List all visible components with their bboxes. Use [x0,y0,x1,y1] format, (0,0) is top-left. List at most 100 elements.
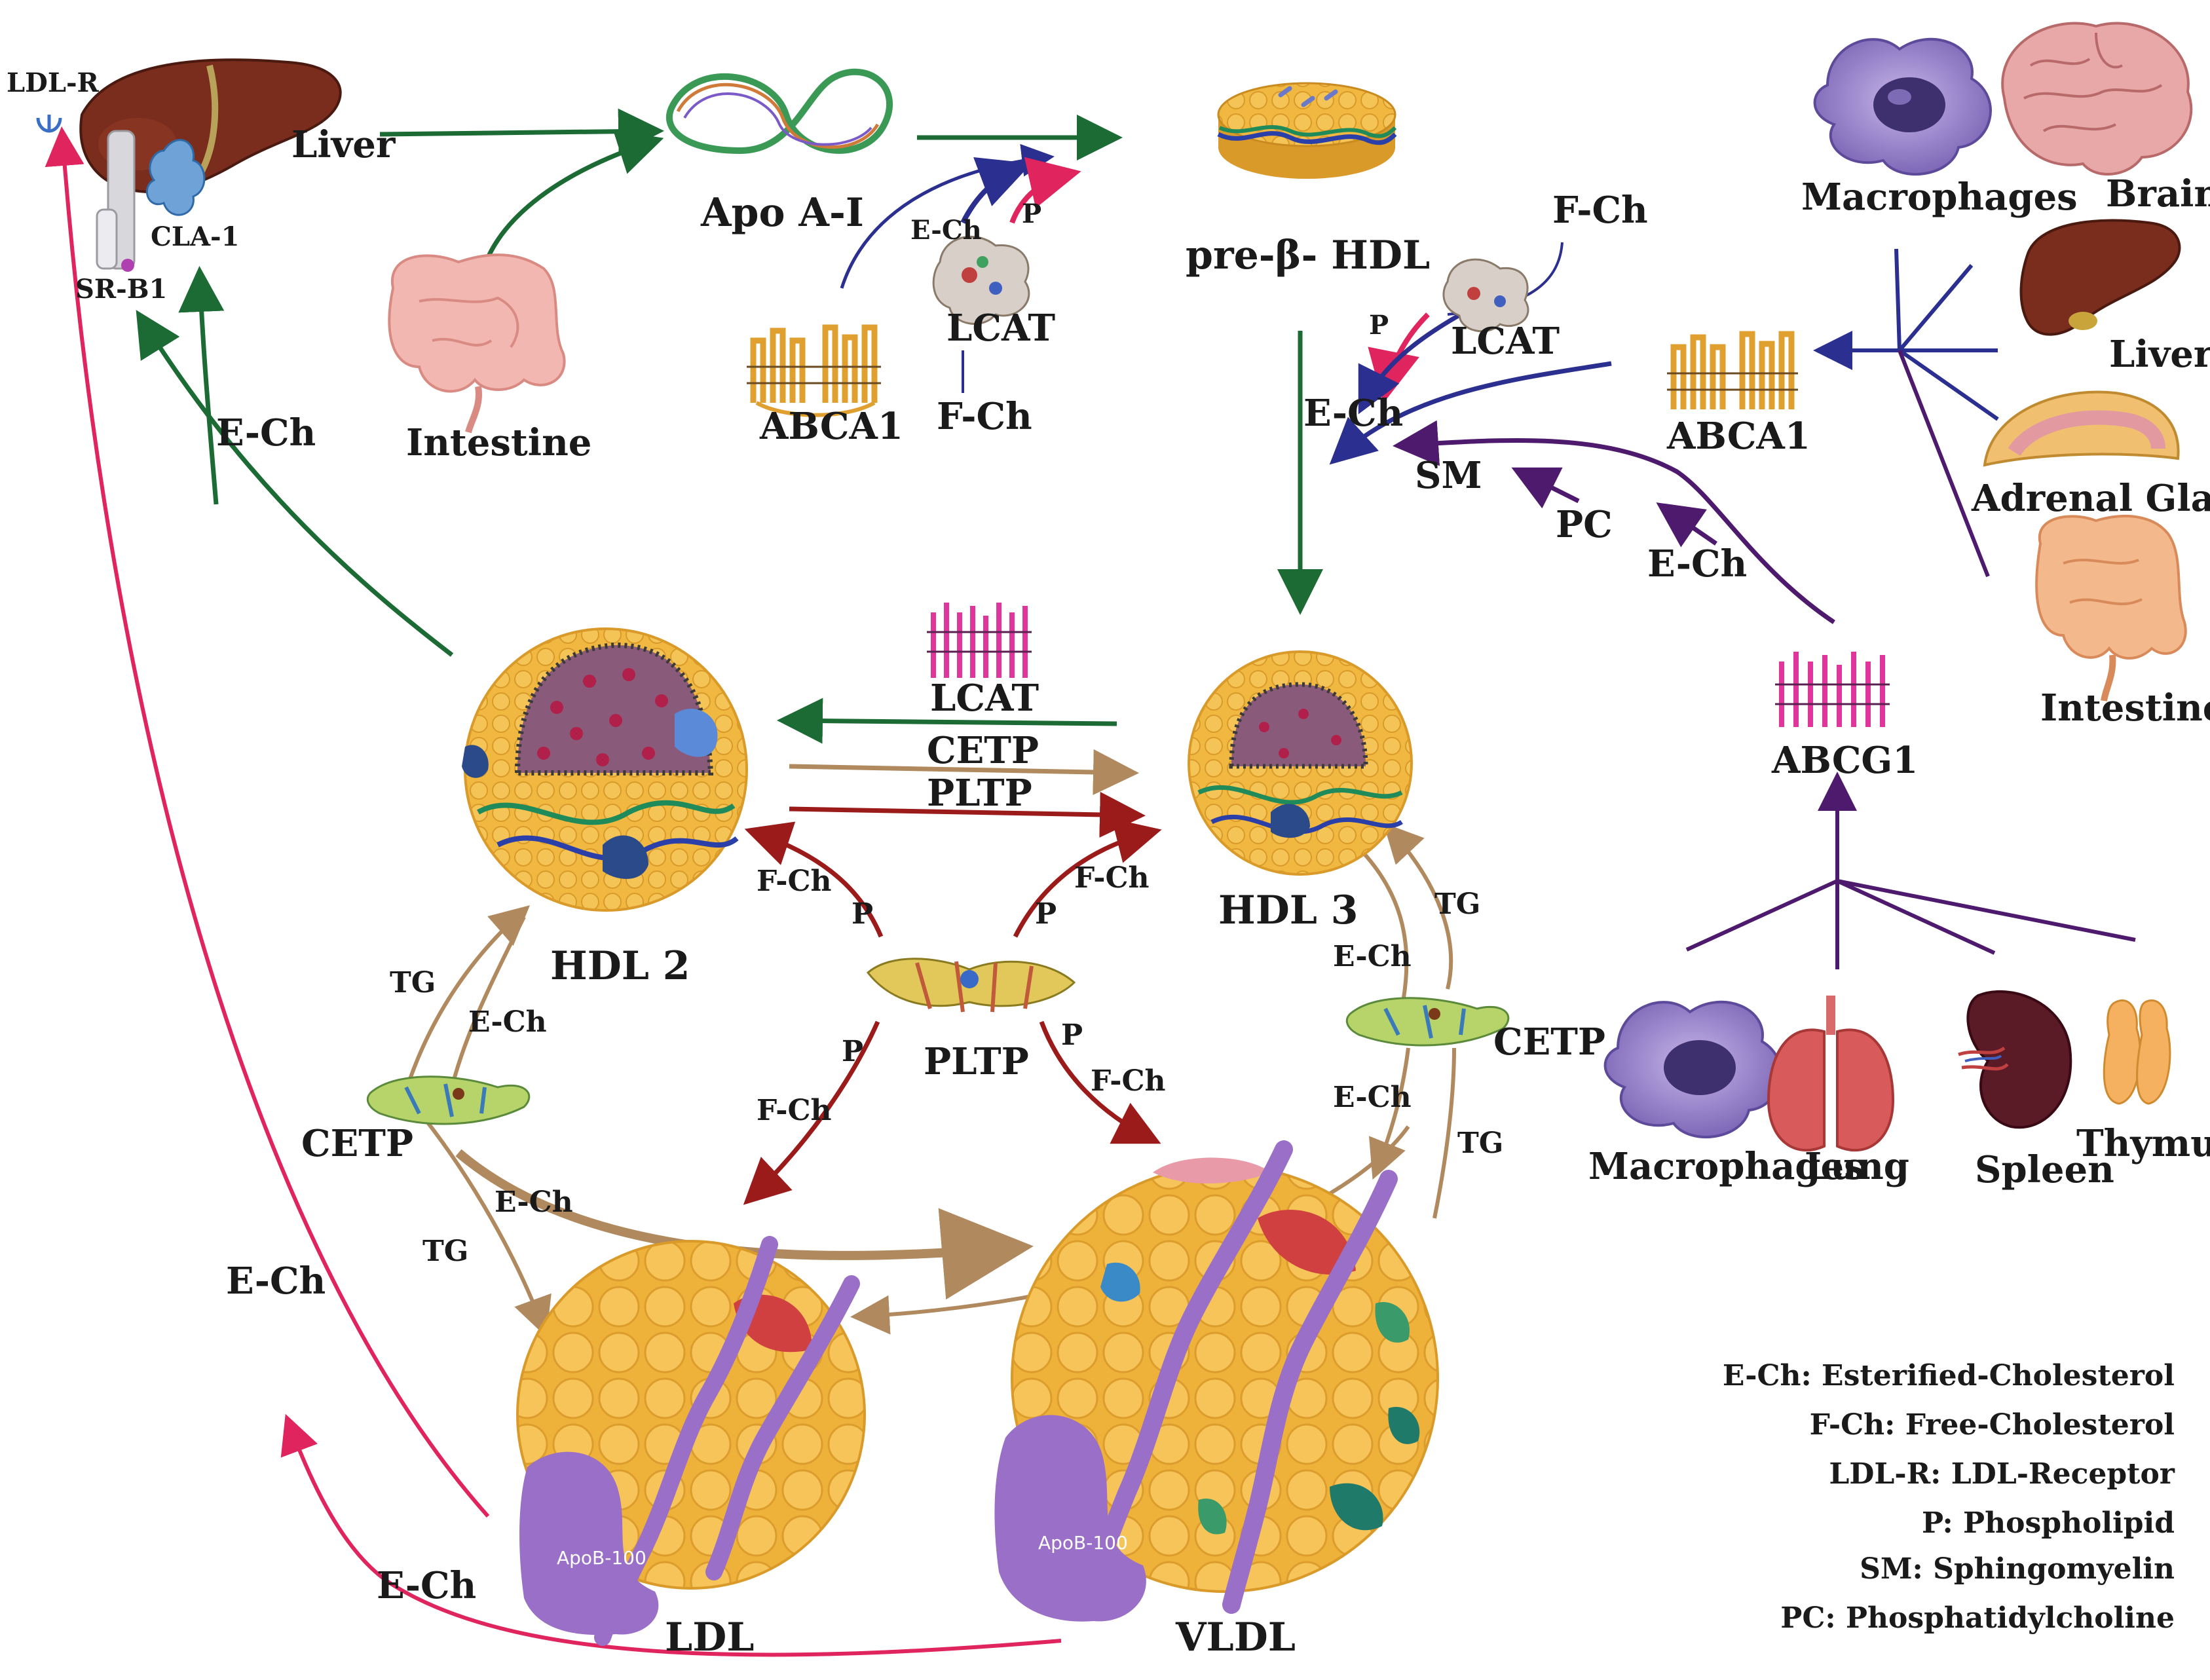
ldlr-label: LDL-R [7,67,100,98]
line-hdl3-to-cetp [1354,843,1409,1009]
line-hdl2-ech-to-cetp [450,916,526,1088]
ech-label-right3: E-Ch [1333,940,1412,973]
branch-intestine [1898,349,1990,578]
legend-item: LDL-R: LDL-Receptor [1829,1457,2175,1491]
intestine-label-right: Intestine [2040,686,2210,730]
ldl-receptor-icon [36,115,62,133]
srb1-label: SR-B1 [75,274,167,305]
abca1-transporter-icon [747,324,881,417]
lcat-enzyme-icon [932,235,1030,325]
line-vldl-tg-to-cetp [1433,1047,1456,1219]
spleen-label: Spleen [1975,1148,2114,1191]
arrow-lcat-right [1358,312,1462,415]
branch-macrophages [1894,248,1901,351]
arrow-cetp-to-hdl3 [1383,823,1453,990]
vldl-label: VLDL [1175,1615,1296,1660]
lcat-enzyme-icon-right [1442,258,1529,333]
cetp-label-right: CETP [1493,1020,1605,1064]
liver-label-right: Liver [2109,333,2210,376]
sm-label: SM [1415,454,1482,497]
ech-label-far-left: E-Ch [226,1260,326,1303]
spleen-icon [1958,990,2072,1129]
adrenal-label: Adrenal Glands [1971,477,2210,520]
pre-beta-hdl-disc-icon [1217,82,1397,179]
lcat-label-right: LCAT [1451,320,1560,363]
cetp-label-mid: CETP [927,729,1039,772]
abcg1-transporter-icon [1775,652,1890,727]
arrow-cetp-hdl2-to-hdl3 [789,749,1139,795]
lung-label: Lung [1805,1145,1909,1188]
hdl2-label: HDL 2 [550,943,690,989]
legend-item: SM: Sphingomyelin [1860,1552,2175,1586]
vldl-particle: ApoB-100 [994,1140,1439,1622]
hdl2-particle [462,627,748,912]
branch-b-spleen [1836,879,1996,955]
arrow-hdl2-to-cla1 [178,266,225,505]
hdl3-label: HDL 3 [1218,887,1358,933]
lcat-label-top: LCAT [946,307,1055,350]
ech-label-right2: E-Ch [1647,542,1747,586]
fch-label-br: F-Ch [1091,1064,1166,1098]
cla1-receptor-icon [145,139,206,216]
fch-label-bl: F-Ch [757,1094,832,1127]
arrow-pltp-to-hdl3 [1013,818,1162,938]
intestine-label: Intestine [406,421,591,464]
fch-label-top: F-Ch [937,395,1032,438]
legend: E-Ch: Esterified-Cholesterol F-Ch: Free-… [1723,1359,2175,1635]
ech-label-left: E-Ch [216,411,316,455]
pltp-label-center: PLTP [924,1040,1029,1083]
pltp-label-mid: PLTP [927,772,1032,815]
arrow-cetp-to-hdl2-tg [407,905,531,1081]
abcg1-label: ABCG1 [1771,739,1918,782]
ldl-particle: ApoB-100 [516,1236,866,1646]
ech-label-top: E-Ch [910,215,982,246]
tg-label-right: TG [1434,887,1480,921]
apoa1-label: Apo A-I [700,190,864,236]
arrow-cetp-to-ldl-tg [424,1119,552,1337]
tg-label-left2: TG [422,1235,468,1268]
abca1-label-top: ABCA1 [759,405,903,448]
lcat-label-mid: LCAT [930,677,1039,720]
thymus-label: Thymus [2076,1122,2210,1165]
legend-item: P: Phospholipid [1922,1506,2175,1540]
arrow-liver-to-apoa1 [379,108,664,155]
brain-icon [2001,22,2193,176]
ldl-label: LDL [665,1615,754,1660]
arrow-pltp-to-vldl [1039,1020,1161,1144]
macrophages-label-top: Macrophages [1801,176,2078,219]
p-label-top: P [1022,198,1041,229]
arrow-vldl-to-liver [280,1413,1062,1657]
p-label-br: P [1061,1018,1083,1052]
cetp-protein-icon [366,1075,531,1125]
arrow-intestine-to-apoa1 [479,130,664,276]
brain-label: Brain [2106,172,2210,215]
apoa1-protein-icon [665,68,893,155]
liver-icon-right [2019,219,2181,336]
ech-label-bottom: E-Ch [377,1564,476,1607]
thymus-icon [2103,999,2171,1105]
lung-icon [1767,996,1895,1152]
arrow-p-top [1009,157,1081,224]
branch-b-thymus [1837,879,2136,942]
arrow-ech-top [960,157,1032,224]
macrophages-label-bottom: Macrophages [1588,1145,1865,1188]
apob-label-ldl: ApoB-100 [557,1547,646,1569]
lcat-transporter-icon-mid [927,603,1032,678]
p-label-bl: P [842,1035,863,1068]
arrow-pltp-to-ldl [743,1020,880,1205]
legend-item: F-Ch: Free-Cholesterol [1810,1408,2175,1442]
arrow-ech-right2 [1656,502,1717,548]
arrow-lcat-hdl3-to-hdl2 [777,698,1117,744]
legend-item: PC: Phosphatidylcholine [1780,1601,2175,1635]
prebeta-hdl-label: pre-β- HDL [1186,233,1430,278]
ech-label-left2: E-Ch [468,1005,547,1039]
legend-item: E-Ch: Esterified-Cholesterol [1723,1359,2175,1392]
arrow-hdl2-to-liver [136,310,454,657]
liver-label: Liver [291,123,396,166]
fch-label-r: F-Ch [1074,861,1150,895]
p-label-right: P [1369,310,1389,341]
abca1-label-right: ABCA1 [1666,415,1810,458]
arrow-cetp-to-vldl-ech [1368,1047,1410,1180]
